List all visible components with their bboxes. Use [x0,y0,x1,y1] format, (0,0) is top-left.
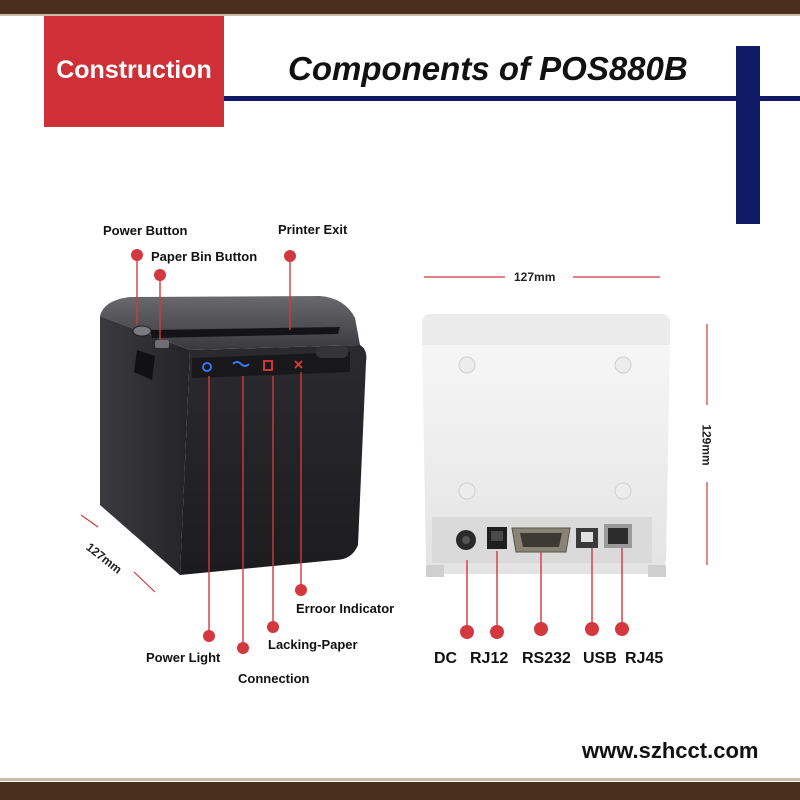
header-rule [224,96,800,101]
label-printer-exit: Printer Exit [278,222,348,237]
label-rs232-port: RS232 [522,650,571,667]
callout-dots [131,249,629,654]
dimension-width: 127mm [514,270,556,284]
front-printer [100,296,367,575]
bottom-frame-line [0,778,800,781]
usb-port-inner [581,532,593,542]
website-url: www.szhcct.com [582,738,759,763]
label-paper-bin-button: Paper Bin Button [151,249,258,264]
rear-foot [648,565,666,577]
printer-side-face [100,316,190,575]
label-power-light: Power Light [146,650,221,665]
label-lacking-paper: Lacking-Paper [268,637,358,652]
rs232-port-inner [520,533,562,547]
lacking-paper-icon [263,360,273,371]
paper-bin-button-shape [155,340,169,348]
page-title: Components of POS880B [288,50,688,87]
dc-port-pin [462,536,470,544]
construction-badge [44,16,224,127]
rj45-port-inner [608,528,628,544]
dimension-lines [80,276,708,593]
top-frame-line [0,14,800,16]
top-frame-bar [0,0,800,14]
label-error-indicator: Erroor Indicator [296,601,395,616]
construction-badge-label: Construction [56,56,212,84]
error-indicator-icon [294,360,303,369]
label-rj45-port: RJ45 [625,650,664,667]
rear-foot [426,565,444,577]
rear-screw-cap [614,356,632,374]
dimension-height: 129mm [699,424,714,466]
indicator-strip [192,352,350,378]
header-vertical-bar [736,46,760,224]
rear-printer [422,314,670,577]
callout-lines [136,255,623,648]
label-connection: Connection [238,671,310,686]
printer-paper-slot [150,327,340,338]
power-light-icon [202,362,212,372]
rj12-port-inner [491,531,503,541]
rear-screw-cap [458,356,476,374]
label-dc-port: DC [434,650,458,667]
rear-screw-cap [458,482,476,500]
rear-body [422,345,670,574]
power-button-shape [132,325,152,337]
bottom-frame-bar [0,782,800,800]
connection-icon [232,361,250,367]
label-usb-port: USB [583,650,617,667]
rear-screw-cap [614,482,632,500]
rear-top-lip [422,314,670,345]
exit-tab [316,346,348,358]
label-power-button: Power Button [103,223,188,238]
label-rj12-port: RJ12 [470,650,509,667]
printer-side-recess [134,350,155,380]
